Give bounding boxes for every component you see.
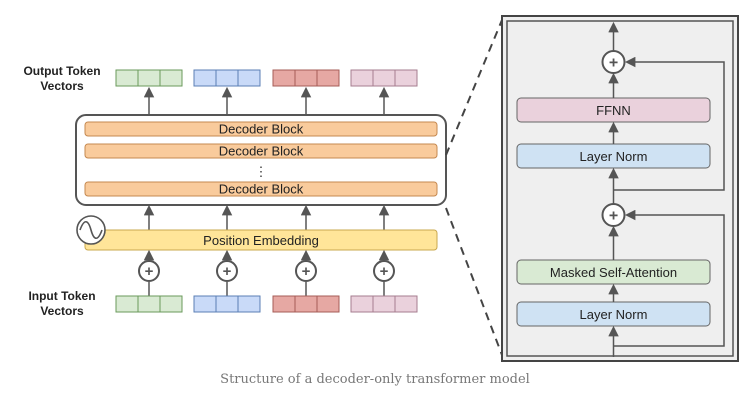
decoder-block-2-label: Decoder Block xyxy=(219,144,304,159)
input-token-vector-4 xyxy=(350,295,418,313)
token-cell xyxy=(372,295,396,313)
decoder-block-1 xyxy=(84,121,438,137)
token-cell xyxy=(115,295,139,313)
position-to-decoder-arrows xyxy=(143,204,390,230)
layer-norm-bottom-label: Layer Norm xyxy=(580,307,648,322)
token-cell xyxy=(294,295,318,313)
output-arrows xyxy=(143,86,390,115)
output-token-vector-4 xyxy=(350,69,418,87)
plus-node: + xyxy=(295,260,317,282)
residual-plus-bottom-sign: + xyxy=(609,208,618,225)
token-cell xyxy=(237,69,261,87)
input-token-vector-2 xyxy=(193,295,261,313)
plus-node: + xyxy=(373,260,395,282)
ffnn-label: FFNN xyxy=(596,103,631,118)
token-cell xyxy=(294,69,318,87)
layer-norm-top-label: Layer Norm xyxy=(580,149,648,164)
output-token-vectors xyxy=(115,69,418,87)
plus-sign: + xyxy=(223,263,232,280)
plus-node: + xyxy=(138,260,160,282)
input-token-vector-1 xyxy=(115,295,183,313)
token-cell xyxy=(159,69,183,87)
detail-flow-arrows xyxy=(608,21,725,357)
zoom-line-top xyxy=(445,19,503,156)
input-tokens-label-line2: Vectors xyxy=(40,304,84,318)
plus-sign: + xyxy=(380,263,389,280)
token-cell xyxy=(159,295,183,313)
plus-sign: + xyxy=(302,263,311,280)
token-cell xyxy=(316,295,340,313)
token-cell xyxy=(137,69,161,87)
output-token-vector-2 xyxy=(193,69,261,87)
plus-node: + xyxy=(216,260,238,282)
decoder-block-1-label: Decoder Block xyxy=(219,122,304,137)
position-embedding-label: Position Embedding xyxy=(203,233,319,248)
output-token-vector-1 xyxy=(115,69,183,87)
token-cell xyxy=(372,69,396,87)
input-token-vector-3 xyxy=(272,295,340,313)
residual-plus-bottom: + xyxy=(601,203,626,227)
output-tokens-label-line1: Output Token xyxy=(23,64,100,78)
token-cell xyxy=(215,69,239,87)
output-tokens-label-line2: Vectors xyxy=(40,79,84,93)
token-cell xyxy=(316,69,340,87)
figure-caption: Structure of a decoder-only transformer … xyxy=(220,372,530,387)
token-cell xyxy=(350,69,374,87)
input-tokens-label-line1: Input Token xyxy=(28,289,95,303)
token-cell xyxy=(394,69,418,87)
masked-self-attention-label: Masked Self-Attention xyxy=(550,265,677,280)
token-cell xyxy=(272,69,296,87)
token-cell xyxy=(115,69,139,87)
decoder-block-n-label: Decoder Block xyxy=(219,182,304,197)
token-cell xyxy=(193,69,217,87)
output-token-vector-3 xyxy=(272,69,340,87)
plus-sign: + xyxy=(145,263,154,280)
token-cell xyxy=(193,295,217,313)
decoder-ellipsis: ⋮ xyxy=(255,164,268,179)
token-cell xyxy=(215,295,239,313)
sine-wave-icon xyxy=(76,215,106,245)
token-cell xyxy=(137,295,161,313)
zoom-line-bottom xyxy=(445,207,503,356)
residual-plus-top: + xyxy=(601,50,626,74)
token-cell xyxy=(272,295,296,313)
residual-plus-top-sign: + xyxy=(609,55,618,72)
token-cell xyxy=(237,295,261,313)
decoder-block-detail-inner-border xyxy=(506,20,734,357)
decoder-block-2 xyxy=(84,143,438,159)
token-cell xyxy=(394,295,418,313)
token-cell xyxy=(350,295,374,313)
decoder-block-n xyxy=(84,181,438,197)
input-token-vectors xyxy=(115,295,418,313)
input-plus-nodes: + + + + xyxy=(138,249,395,296)
